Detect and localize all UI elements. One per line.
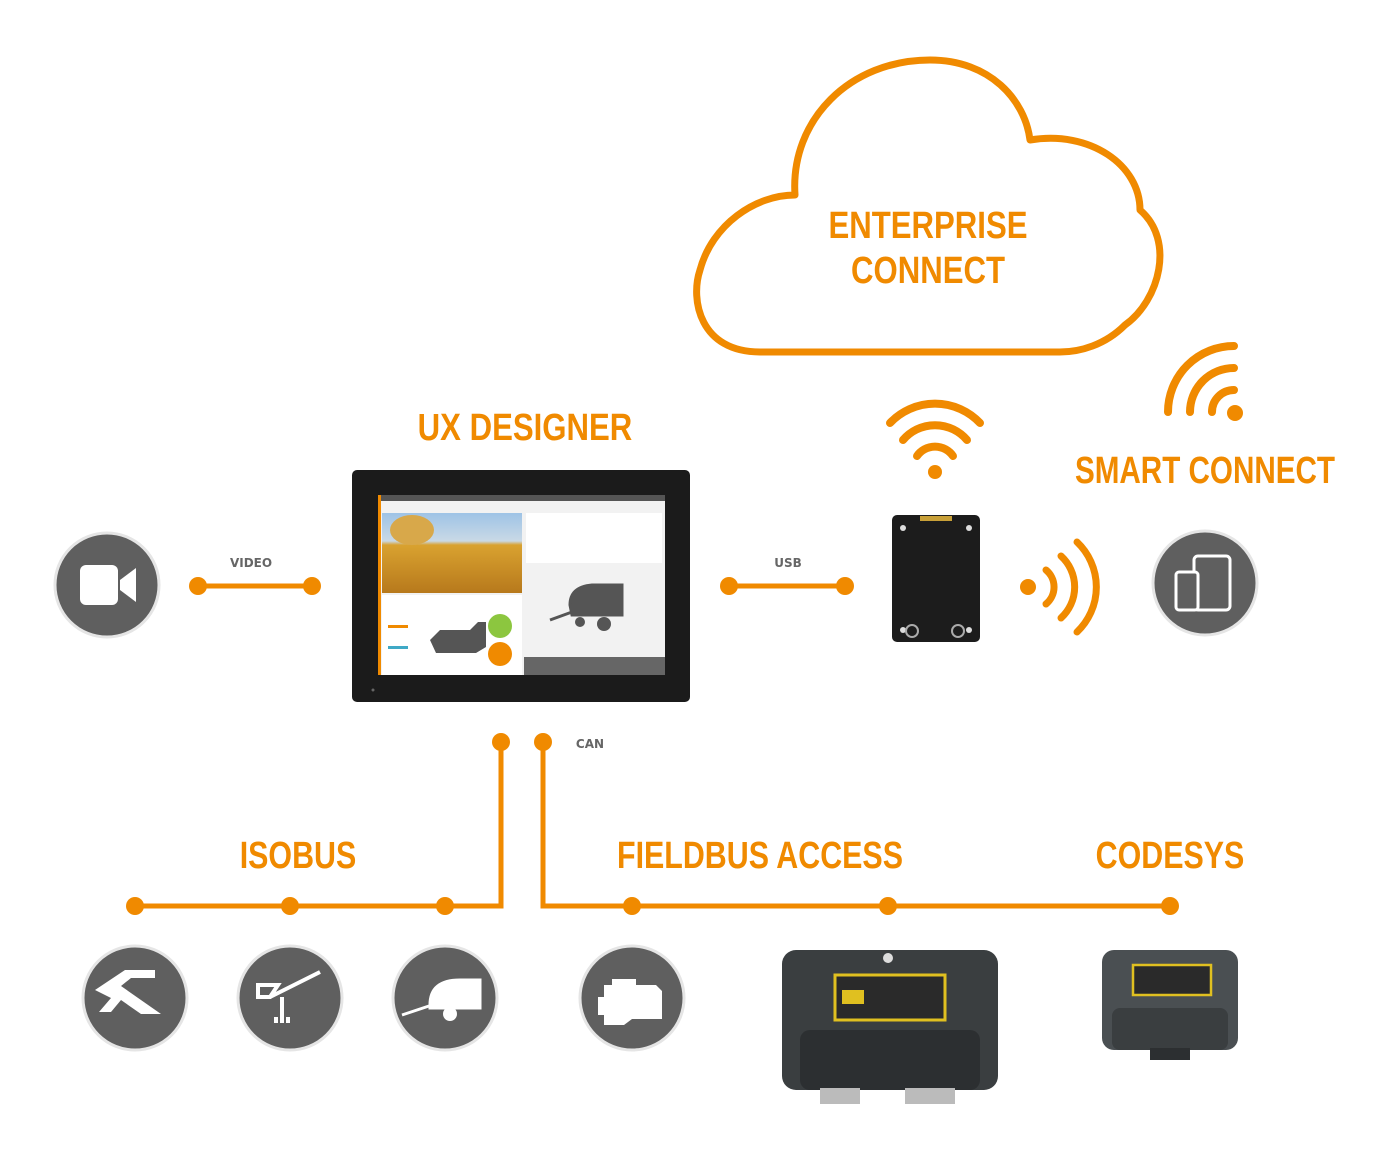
baler-graphic (549, 583, 624, 622)
video-camera-icon (80, 565, 136, 605)
video-connection: VIDEO (189, 556, 321, 595)
wireless-signal-icon (1020, 538, 1100, 636)
ux-designer-display (352, 470, 690, 702)
phone-tablet-icon (1174, 554, 1232, 612)
baler-icon-circle (391, 944, 499, 1052)
gateway-device (892, 515, 980, 642)
ux-designer-title: UX DESIGNER (418, 407, 633, 449)
fieldbus-label: FIELDBUS ACCESS (617, 835, 903, 877)
mobile-icon-circle (1151, 529, 1259, 637)
plough-icon (95, 970, 161, 1014)
smart-connect-title: SMART CONNECT (1075, 450, 1335, 492)
tractor-graphic (430, 622, 486, 653)
sprayer-icon-circle (236, 944, 344, 1052)
cloud-outline (693, 56, 1164, 356)
usb-connection: USB (720, 556, 854, 595)
video-label: VIDEO (230, 556, 272, 570)
codesys-controller (1102, 950, 1238, 1060)
can-connection: CAN (126, 733, 1179, 915)
cloud-label-line1: ENTERPRISE (828, 205, 1027, 247)
engine-icon (598, 979, 662, 1025)
cloud-label-line2: CONNECT (851, 250, 1005, 292)
engine-icon-circle (578, 944, 686, 1052)
enterprise-connect-cloud: ENTERPRISE CONNECT (693, 56, 1164, 356)
plough-icon-circle (81, 944, 189, 1052)
sprayer-icon (256, 970, 321, 1023)
can-label: CAN (576, 737, 604, 751)
baler-icon (401, 978, 482, 1017)
isobus-label: ISOBUS (240, 835, 357, 877)
video-icon-circle (53, 531, 161, 639)
fieldbus-controller (782, 950, 998, 1104)
usb-label: USB (774, 556, 802, 570)
wifi-icon (886, 399, 984, 479)
smart-connect-wifi-icon (1164, 342, 1243, 421)
codesys-label: CODESYS (1096, 835, 1245, 877)
